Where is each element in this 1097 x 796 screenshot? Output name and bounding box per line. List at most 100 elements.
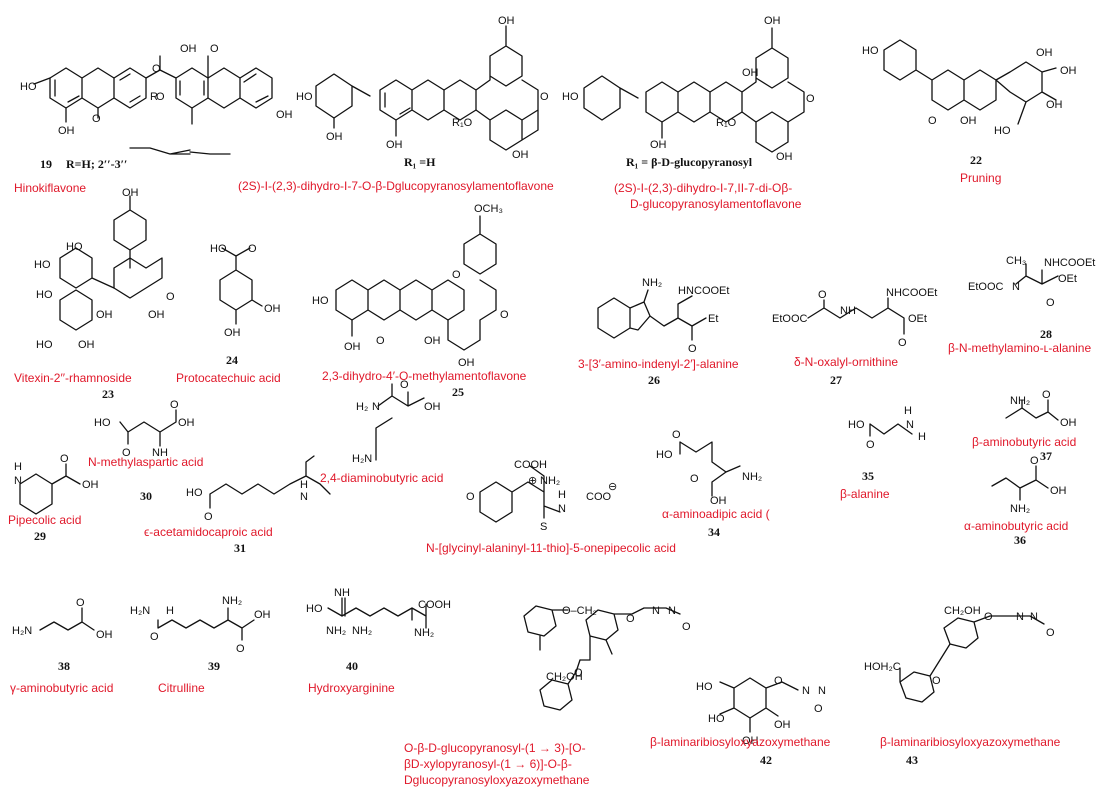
atom-label: O <box>866 439 875 451</box>
atom-label: HN <box>678 285 694 297</box>
compound-name-line3: Dglucopyranosyloxyazoxymethane <box>404 773 590 787</box>
atom-label: O <box>672 429 681 441</box>
atom-label: OH <box>254 609 271 621</box>
atom-label: HOH₂C <box>864 661 901 673</box>
atom-label: O <box>204 511 213 523</box>
compound-name: (2S)-I-(2,3)-dihydro-I-7-O-β-Dglucopyran… <box>238 179 554 193</box>
atom-label: COO <box>586 491 612 503</box>
atom-label: HO <box>210 243 227 255</box>
structure-20: HO OH OH OH O R₁O OH R₁ =H (2S)-I-(2,3)-… <box>238 15 554 193</box>
atom-label: O <box>500 309 509 321</box>
atom-label: OCH₃ <box>474 203 503 215</box>
atom-label: HO <box>36 339 53 351</box>
compound-name: α-aminoadipic acid ( <box>662 507 770 521</box>
atom-label: O <box>688 343 697 355</box>
atom-label: N <box>818 685 826 697</box>
compound-number: 28 <box>1040 327 1052 341</box>
atom-label: OH <box>424 401 441 413</box>
compound-name: δ-N-oxalyl-ornithine <box>794 355 898 369</box>
atom-label: HO <box>296 91 313 103</box>
atom-label: O <box>122 447 131 459</box>
structure-36: O OH NH₂ α-aminobutyric acid 36 <box>964 455 1068 547</box>
compound-name: N-[glycinyl-alaninyl-11-thio]-5-onepipec… <box>426 541 676 555</box>
atom-label: O <box>152 63 161 75</box>
structure-25: OCH₃ HO OH O OH OH O O 2,3-dihydro-4′-O-… <box>312 203 527 399</box>
atom-label: O <box>400 379 409 391</box>
atom-label: OH <box>776 151 793 163</box>
atom-label: H <box>14 461 22 473</box>
atom-label: OH <box>58 125 75 137</box>
compound-number: 42 <box>760 753 772 767</box>
compound-note: R=H; 2′′-3′′ <box>66 157 127 171</box>
compound-name: β-N-methylamino-ʟ-alanine <box>948 341 1091 355</box>
atom-label: OEt <box>1058 273 1077 285</box>
atom-label: N <box>668 605 676 617</box>
compound-number: 37 <box>1040 449 1052 463</box>
compound-name: 2,4-diaminobutyric acid <box>320 471 443 485</box>
structure-30: HO O NH O OH N-methylaspartic acid 30 <box>88 399 203 503</box>
atom-label: HO <box>708 713 725 725</box>
atom-label: OH <box>960 115 977 127</box>
compound-name: O-β-D-glucopyranosyl-(1 → 3)-[O- <box>404 741 586 755</box>
atom-label: O <box>60 453 69 465</box>
atom-label: O <box>76 597 85 609</box>
atom-label: OH <box>82 479 99 491</box>
atom-label: O <box>626 613 635 625</box>
atom-label: OH <box>1060 417 1077 429</box>
atom-label: N <box>372 401 380 413</box>
structure-39: H₂N O H NH₂ O OH 39 Citrulline <box>130 595 271 695</box>
structure-28: CH₃ NHCOOEt EtOOC N OEt O 28 β-N-methyla… <box>948 255 1095 355</box>
atom-label: CH₂OH <box>944 605 981 617</box>
atom-label: O <box>170 399 179 411</box>
atom-label: CH₂OH <box>546 671 583 683</box>
atom-label: O <box>452 269 461 281</box>
atom-label: OH <box>774 719 791 731</box>
atom-label: HO <box>66 241 83 253</box>
structure-33: O COOH ⊕ NH₂ H N COO ⊖ S N-[glycinyl-ala… <box>426 459 676 555</box>
atom-label: NH₂ <box>326 625 346 637</box>
atom-label: N <box>906 419 914 431</box>
compound-name: N-methylaspartic acid <box>88 455 203 469</box>
atom-label: OH <box>122 187 139 199</box>
compound-number: 43 <box>906 753 918 767</box>
atom-label: NH₂ <box>1010 395 1030 407</box>
atom-label: H <box>300 479 308 491</box>
structure-42: HO HO OH OH O N N O β-laminaribiosyloxya… <box>650 675 831 767</box>
compound-number: 26 <box>648 373 660 387</box>
atom-label: NH₂ <box>222 595 242 607</box>
atom-label: HO <box>94 417 111 429</box>
atom-label: NH₂ <box>414 627 434 639</box>
atom-label: OH <box>178 417 195 429</box>
atom-label: NH₂ <box>540 475 560 487</box>
atom-label: O <box>690 473 699 485</box>
atom-label: H <box>558 489 566 501</box>
atom-label: R <box>150 91 158 103</box>
atom-label: N <box>1012 281 1020 293</box>
structure-41: O–CH₂ O N N O CH₂OH O O-β-D-glucopyranos… <box>404 605 691 787</box>
compound-number: 31 <box>234 541 246 555</box>
atom-label: OH <box>458 357 475 369</box>
atom-label: OH <box>710 495 727 507</box>
compound-number: 35 <box>862 469 874 483</box>
compound-name: β-aminobutyric acid <box>972 435 1076 449</box>
atom-label: O <box>682 621 691 633</box>
atom-label: OH <box>1060 65 1077 77</box>
atom-label: N <box>1016 611 1024 623</box>
atom-label: S <box>540 521 547 533</box>
atom-label: O <box>150 631 159 643</box>
compound-name: Citrulline <box>158 681 205 695</box>
atom-label: N <box>14 475 22 487</box>
compound-number: 29 <box>34 529 46 543</box>
atom-label: OH <box>276 109 293 121</box>
atom-label: OH <box>512 149 529 161</box>
structure-38: H₂N O OH 38 γ-aminobutyric acid <box>10 597 113 695</box>
atom-label: O <box>932 675 941 687</box>
atom-label: NHCOOEt <box>886 287 937 299</box>
compound-name: Pipecolic acid <box>8 513 81 527</box>
atom-label: OH <box>224 327 241 339</box>
atom-label: O <box>898 337 907 349</box>
atom-label: OEt <box>908 313 927 325</box>
structure-19: HO OH O O OH O R O OH 19 R=H; 2′′-3′′ Hi… <box>14 43 293 195</box>
compound-number: 27 <box>830 373 842 387</box>
atom-label: O <box>1046 627 1055 639</box>
